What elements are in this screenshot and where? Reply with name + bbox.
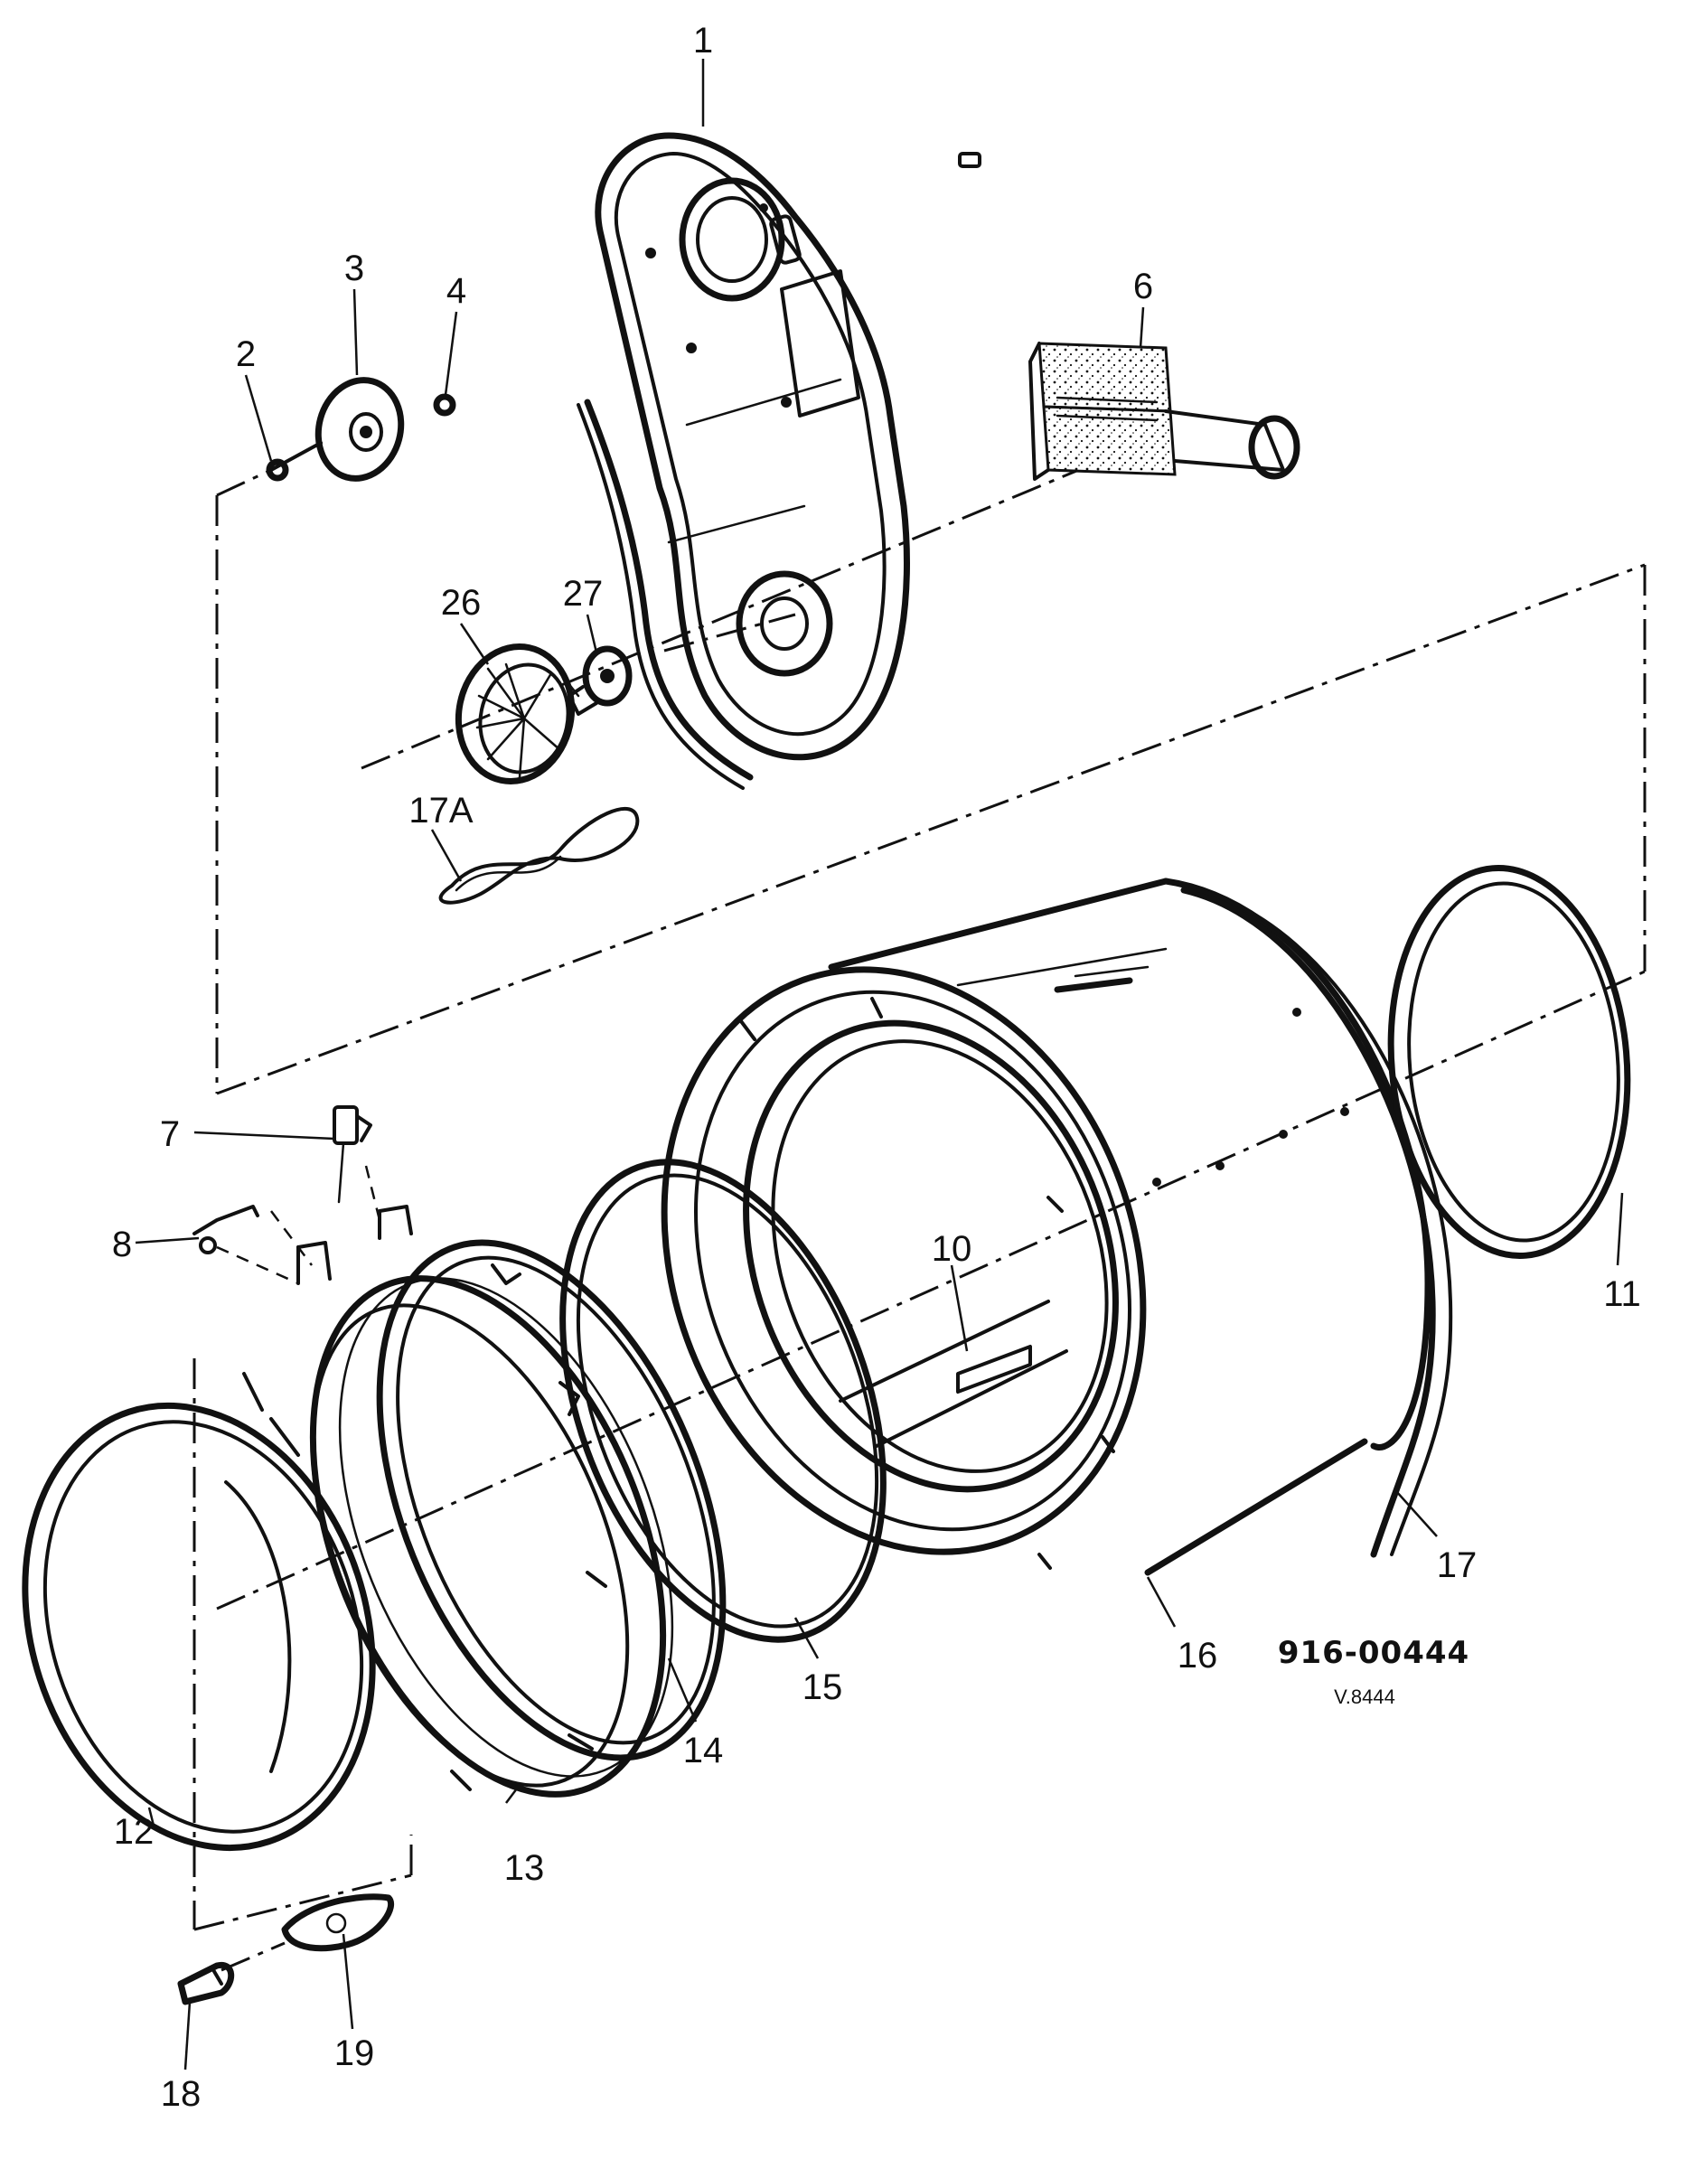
- callout-15: 15: [802, 1667, 843, 1707]
- part-17-drum-seal: [1180, 887, 1453, 1558]
- callout-26: 26: [441, 583, 482, 623]
- part-12-front-gasket: [22, 1402, 376, 1852]
- part-18-door-latch: [177, 1961, 235, 2005]
- callout-13: 13: [504, 1848, 545, 1888]
- assembly-centerlines: [192, 432, 1647, 1972]
- part-17a-belt: [438, 807, 640, 905]
- callout-27: 27: [563, 574, 604, 614]
- callout-19: 19: [334, 2033, 375, 2073]
- part-15-front-seal: [559, 1159, 887, 1643]
- part-4-nut: [433, 393, 456, 417]
- part-14-felt-ring: [376, 1239, 727, 1761]
- callout-11: 11: [1603, 1274, 1641, 1314]
- part-6-heater-assembly: [1028, 342, 1300, 481]
- callout-17: 17: [1437, 1545, 1478, 1585]
- part-8-bracket: [192, 1205, 313, 1285]
- callout-8: 8: [112, 1225, 132, 1264]
- part-11-rear-ring: [1387, 865, 1631, 1259]
- callout-1: 1: [693, 21, 713, 61]
- callout-12: 12: [114, 1812, 155, 1852]
- callout-7: 7: [160, 1114, 180, 1154]
- part-13-front-bulkhead: [242, 1205, 674, 1798]
- callout-2: 2: [236, 334, 256, 374]
- small-clip-icon: [958, 152, 981, 168]
- part-3-bearing-plate: [269, 377, 405, 482]
- callout-4: 4: [446, 271, 466, 311]
- part-10-baffle: [956, 1345, 1032, 1394]
- leader-lines: [135, 59, 1624, 2070]
- part-19-door-strike: [281, 1893, 395, 1952]
- callout-3: 3: [344, 249, 364, 288]
- callout-14: 14: [683, 1731, 724, 1770]
- part-2-washer: [266, 458, 289, 482]
- callout-labels: 1 2 3 4 6 26 27 17A 7 8 10 11 12 13 14 1…: [112, 21, 1641, 2114]
- version-label: V.8444: [1334, 1685, 1395, 1708]
- drawing-code: 916-00444: [1278, 1635, 1469, 1671]
- part-27-hub: [568, 645, 633, 716]
- callout-10: 10: [932, 1229, 972, 1269]
- callout-18: 18: [161, 2074, 202, 2114]
- part-7-door-switch: [333, 1105, 381, 1221]
- part-26-blower-wheel: [455, 643, 580, 784]
- part-1-rear-bulkhead: [577, 132, 981, 790]
- callout-17a: 17A: [408, 791, 473, 831]
- callout-6: 6: [1133, 267, 1153, 306]
- callout-16: 16: [1178, 1636, 1218, 1676]
